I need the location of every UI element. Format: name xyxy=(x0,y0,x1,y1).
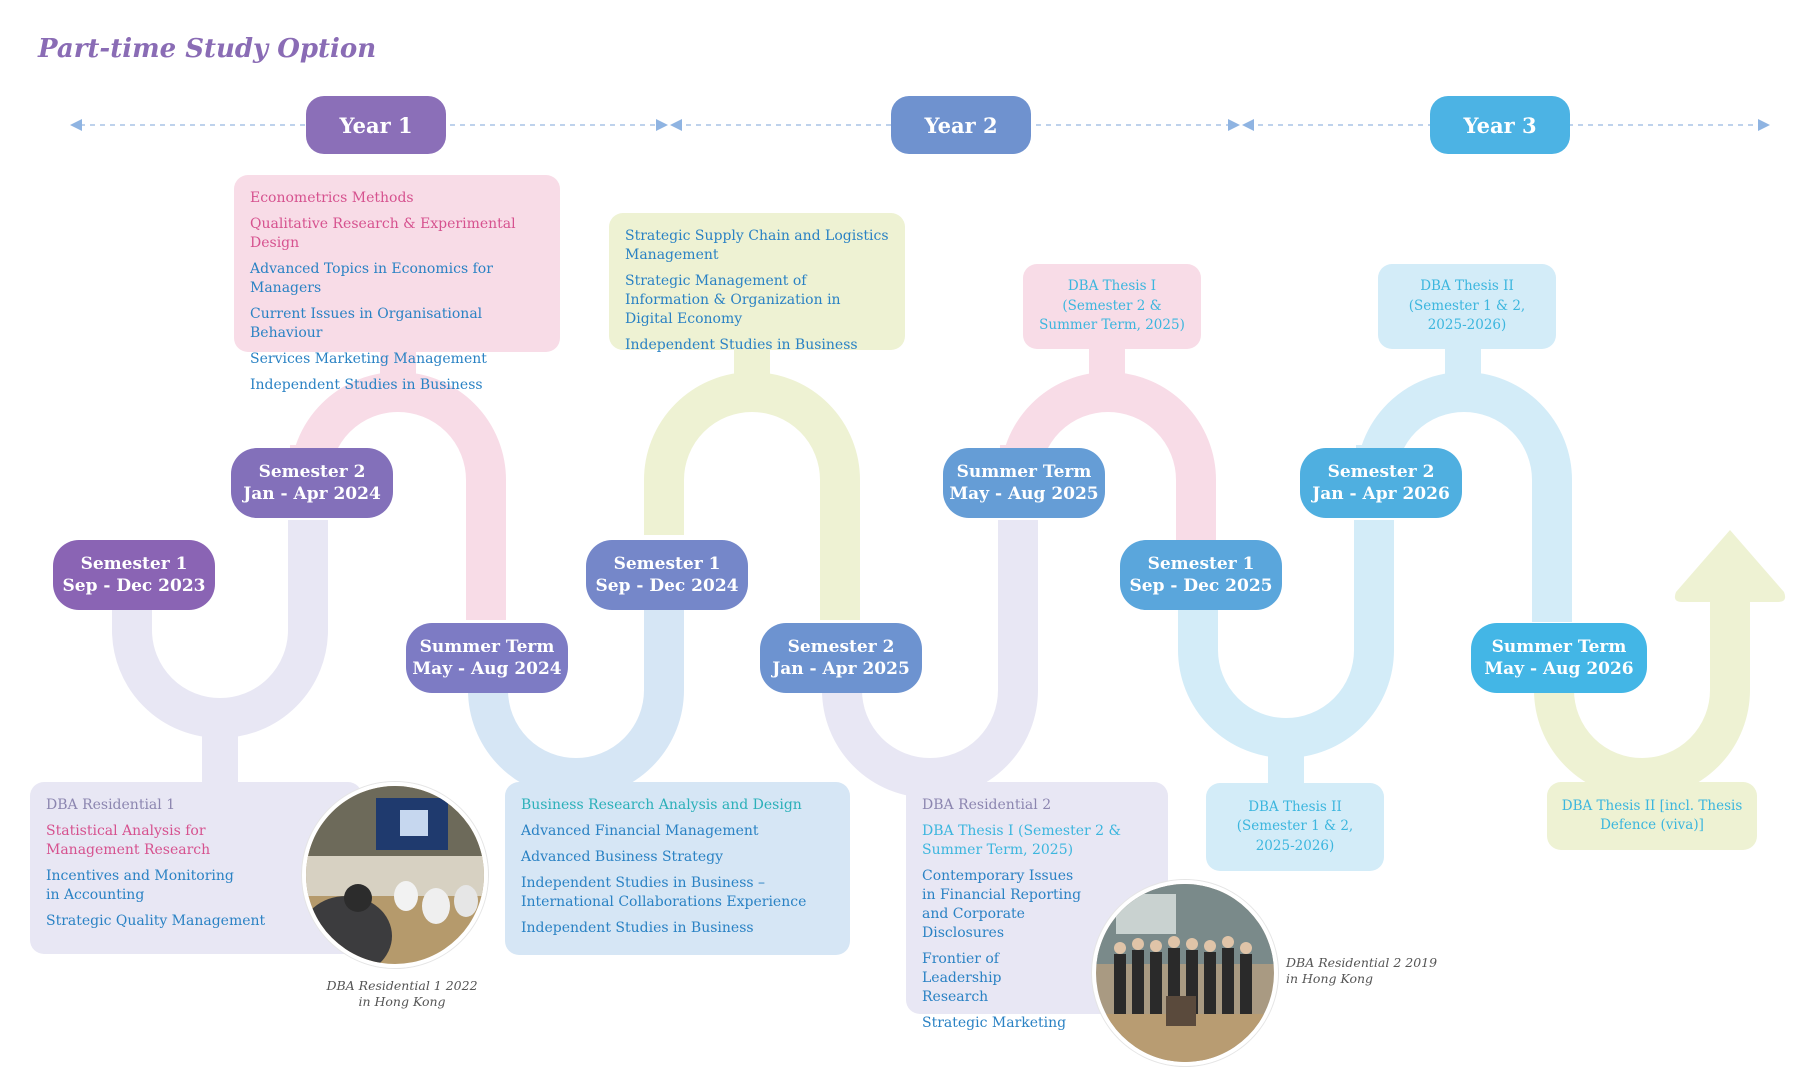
course-item: Strategic Marketing xyxy=(922,1015,1067,1031)
connector-summer-2025 xyxy=(1000,372,1216,545)
timeline-arrow-mid1-right-icon xyxy=(656,119,668,131)
residential-1-caption: DBA Residential 1 2022 in Hong Kong xyxy=(322,978,482,1010)
caption-line: in Hong Kong xyxy=(1286,971,1374,986)
term-dates: May - Aug 2026 xyxy=(1484,659,1634,679)
year-1-badge: Year 1 xyxy=(306,96,446,154)
term-dates: Sep - Dec 2023 xyxy=(62,576,206,596)
caption-line: DBA Residential 1 2022 xyxy=(326,978,478,993)
sem2-2024-course-box: Econometrics Methods Qualitative Researc… xyxy=(234,175,560,393)
residential-heading: DBA Residential 1 xyxy=(46,797,176,813)
connector-sem1-2024 xyxy=(644,372,860,620)
connector-sem2-2026 xyxy=(1356,372,1572,622)
term-sem2-2025: Semester 2 Jan - Apr 2025 xyxy=(760,623,922,693)
year-3-badge: Year 3 xyxy=(1430,96,1570,154)
term-dates: Jan - Apr 2025 xyxy=(772,659,910,679)
course-item: Strategic Management of Information & Or… xyxy=(625,273,841,327)
term-name: Semester 2 xyxy=(258,462,366,482)
year-2-badge: Year 2 xyxy=(891,96,1031,154)
course-item: Advanced Topics in Economics for Manager… xyxy=(250,261,493,296)
term-name: Summer Term xyxy=(1491,637,1627,657)
term-dates: Sep - Dec 2024 xyxy=(595,576,739,596)
course-item: Independent Studies in Business – Intern… xyxy=(521,875,807,910)
thesis2-top-box: DBA Thesis II (Semester 1 & 2, 2025-2026… xyxy=(1378,264,1556,349)
course-item: Frontier of Leadership Research xyxy=(922,951,1002,1005)
summer-2024-course-box: Business Research Analysis and Design Ad… xyxy=(505,782,850,955)
term-name: Semester 2 xyxy=(787,637,895,657)
term-name: Semester 1 xyxy=(613,554,721,574)
timeline-arrow-mid1-left-icon xyxy=(670,119,682,131)
term-sem2-2024: Semester 2 Jan - Apr 2024 xyxy=(231,448,393,518)
residential-1-photo xyxy=(302,782,488,968)
course-item: Business Research Analysis and Design xyxy=(521,797,802,813)
term-summer-2024: Summer Term May - Aug 2024 xyxy=(406,623,568,693)
course-item: Independent Studies in Business xyxy=(250,377,483,393)
term-name: Semester 1 xyxy=(1147,554,1255,574)
term-name: Semester 1 xyxy=(80,554,188,574)
residential-2-caption: DBA Residential 2 2019 in Hong Kong xyxy=(1286,955,1446,987)
course-item: Incentives and Monitoring in Accounting xyxy=(46,868,234,903)
course-item: Statistical Analysis for Management Rese… xyxy=(46,823,211,858)
course-item: Advanced Financial Management xyxy=(521,823,759,839)
course-item: Services Marketing Management xyxy=(250,351,487,367)
caption-line: in Hong Kong xyxy=(358,994,446,1009)
timeline-arrow-mid2-right-icon xyxy=(1228,119,1240,131)
thesis2-final-box: DBA Thesis II [incl. Thesis Defence (viv… xyxy=(1547,782,1757,850)
term-name: Semester 2 xyxy=(1327,462,1435,482)
sem1-2024-course-box: Strategic Supply Chain and Logistics Man… xyxy=(609,213,905,353)
page-title: Part-time Study Option xyxy=(38,34,377,64)
term-dates: Jan - Apr 2024 xyxy=(243,484,381,504)
connector-sem2-2024 xyxy=(290,372,506,620)
term-dates: Sep - Dec 2025 xyxy=(1129,576,1273,596)
course-item: DBA Thesis I (Semester 2 & Summer Term, … xyxy=(922,823,1121,858)
timeline-arrow-right-icon xyxy=(1758,119,1770,131)
residential-2-box: DBA Residential 2 DBA Thesis I (Semester… xyxy=(906,782,1168,1031)
course-item: Qualitative Research & Experimental Desi… xyxy=(250,216,516,251)
connector-residential-1 xyxy=(112,520,328,738)
term-dates: May - Aug 2024 xyxy=(412,659,562,679)
term-sem1-2024: Semester 1 Sep - Dec 2024 xyxy=(586,540,748,610)
term-sem1-2025: Semester 1 Sep - Dec 2025 xyxy=(1120,540,1282,610)
residential-2-photo xyxy=(1092,880,1278,1066)
term-summer-2026: Summer Term May - Aug 2026 xyxy=(1471,623,1647,693)
term-sem2-2026: Semester 2 Jan - Apr 2026 xyxy=(1300,448,1462,518)
course-item: Econometrics Methods xyxy=(250,190,414,206)
group-photo-icon xyxy=(1096,884,1274,1062)
course-item: Independent Studies in Business xyxy=(521,920,754,936)
connector-sem1-2025 xyxy=(1178,520,1394,758)
residential-heading: DBA Residential 2 xyxy=(922,797,1052,813)
term-dates: May - Aug 2025 xyxy=(949,484,1099,504)
term-name: Summer Term xyxy=(419,637,555,657)
conference-photo-icon xyxy=(306,786,484,964)
course-item: Current Issues in Organisational Behavio… xyxy=(250,306,483,341)
term-sem1-2023: Semester 1 Sep - Dec 2023 xyxy=(53,540,215,610)
course-item: Strategic Quality Management xyxy=(46,913,266,929)
course-item: Contemporary Issues in Financial Reporti… xyxy=(922,868,1082,941)
caption-line: DBA Residential 2 2019 xyxy=(1286,955,1438,970)
term-dates: Jan - Apr 2026 xyxy=(1312,484,1450,504)
course-item: Strategic Supply Chain and Logistics Man… xyxy=(625,228,889,263)
course-item: Independent Studies in Business xyxy=(625,337,858,353)
course-item: Advanced Business Strategy xyxy=(521,849,724,865)
final-arrow-icon xyxy=(1674,530,1786,602)
thesis1-top-box: DBA Thesis I (Semester 2 & Summer Term, … xyxy=(1023,264,1201,349)
timeline-arrow-mid2-left-icon xyxy=(1242,119,1254,131)
thesis2-bottom-box: DBA Thesis II (Semester 1 & 2, 2025-2026… xyxy=(1206,783,1384,871)
term-summer-2025: Summer Term May - Aug 2025 xyxy=(943,448,1105,518)
timeline-arrow-left-icon xyxy=(70,119,82,131)
term-name: Summer Term xyxy=(956,462,1092,482)
